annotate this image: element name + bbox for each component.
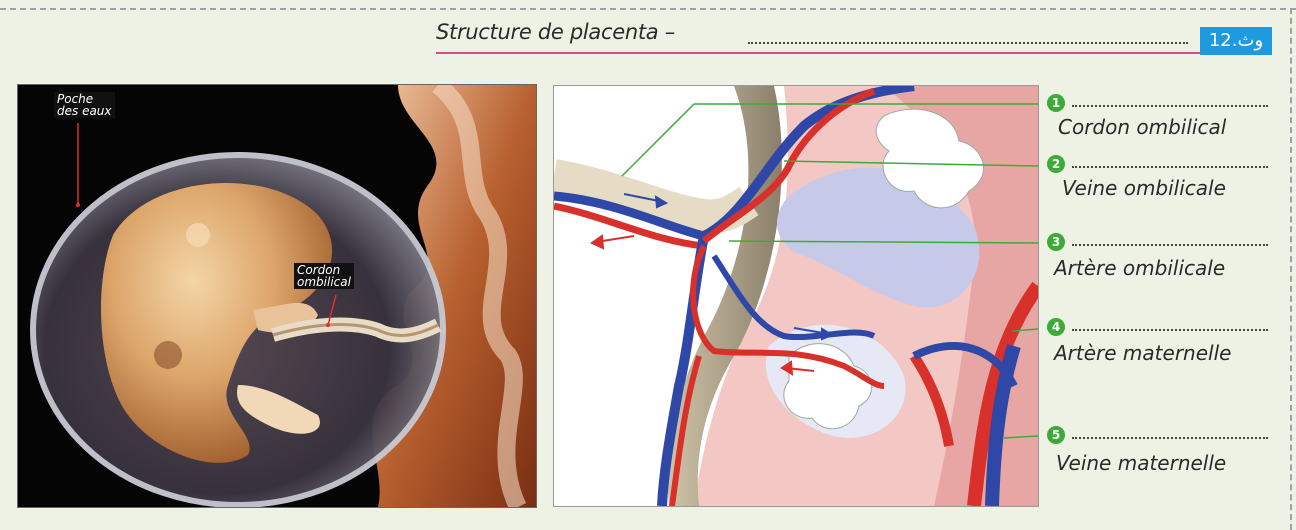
legend-label-3: Artère ombilicale — [1054, 256, 1225, 280]
legend-number-1: 1 — [1047, 94, 1065, 112]
title-underline — [436, 52, 1272, 54]
embryo-photo-drawing — [18, 85, 536, 507]
label-cordon-ombilical: Cordon ombilical — [294, 263, 354, 289]
page-title: Structure de placenta – — [436, 20, 675, 44]
page-number-badge: 12.وث — [1200, 27, 1272, 55]
legend-dots-2 — [1072, 166, 1268, 168]
placenta-diagram — [553, 85, 1039, 507]
legend-dots-3 — [1072, 244, 1268, 246]
legend-dots-5 — [1072, 437, 1268, 439]
label-cordon-line2: ombilical — [297, 276, 351, 288]
legend-label-2: Veine ombilicale — [1062, 176, 1226, 200]
legend-label-5: Veine maternelle — [1056, 451, 1226, 475]
legend-number-4: 4 — [1047, 318, 1065, 336]
legend-number-5: 5 — [1047, 426, 1065, 444]
legend-number-2: 2 — [1047, 155, 1065, 173]
page-top-border — [0, 8, 1296, 10]
legend-number-3: 3 — [1047, 233, 1065, 251]
legend-label-4: Artère maternelle — [1054, 341, 1231, 365]
legend-label-1: Cordon ombilical — [1058, 115, 1226, 139]
legend-dots-4 — [1072, 329, 1268, 331]
label-poche-line2: des eaux — [57, 105, 112, 117]
embryo-photo: Poche des eaux Cordon ombilical — [17, 84, 537, 508]
page-right-border — [1290, 8, 1292, 530]
title-fill-dots — [748, 42, 1188, 44]
label-poche-des-eaux: Poche des eaux — [54, 92, 115, 118]
placenta-diagram-drawing — [554, 86, 1038, 506]
legend-dots-1 — [1072, 105, 1268, 107]
